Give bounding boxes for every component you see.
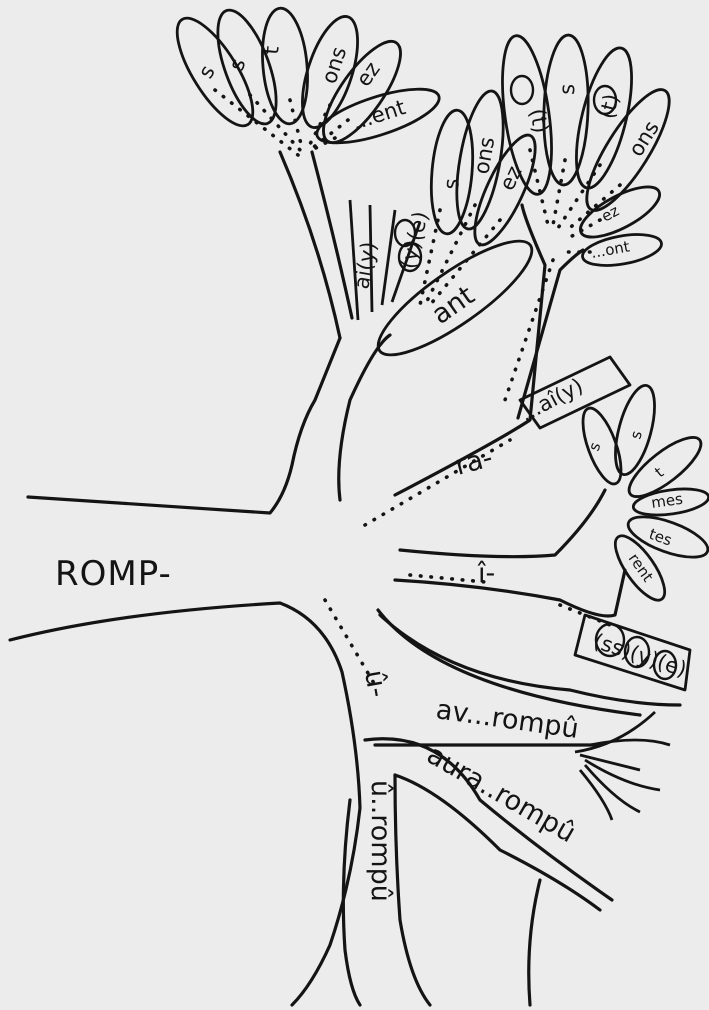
trunk-lower-outline bbox=[10, 603, 360, 1005]
branch-u-label: û- bbox=[358, 668, 393, 700]
middle-leaf-s: s bbox=[439, 177, 464, 190]
top-left-leaf-s2: s bbox=[224, 55, 250, 74]
branch-ra-label: ra- bbox=[452, 442, 496, 482]
top-right-leaf-ons: ons bbox=[624, 116, 664, 160]
i-fan-leaf-s2: s bbox=[626, 429, 645, 441]
top-left-leaf-s1: s bbox=[194, 61, 220, 82]
i-fan-leaf-t: t bbox=[651, 463, 667, 481]
top-right-leaf-ont: ...ont bbox=[590, 237, 632, 261]
middle-leaf-ant: ant bbox=[426, 280, 480, 331]
i-fan-leaf-mes: mes bbox=[650, 490, 684, 512]
top-left-leaf-t: t bbox=[259, 45, 284, 55]
u-rompu-label: û..rompû bbox=[365, 780, 396, 902]
right-trunk-base bbox=[529, 880, 540, 1005]
top-left-branch-outline bbox=[280, 152, 340, 338]
middle-branch-outline bbox=[339, 335, 390, 500]
aura-rompu-label: aura..rompû bbox=[422, 739, 581, 849]
i-branch-outline bbox=[400, 490, 605, 557]
root-label: ROMP- bbox=[55, 554, 172, 594]
top-right-leaf-s: s bbox=[555, 83, 579, 95]
top-right-leaf-cluster bbox=[494, 33, 683, 271]
trunk-upper-outline bbox=[28, 338, 340, 513]
top-right-leaf-t2: (t) bbox=[595, 92, 624, 122]
u-compound-right-edge bbox=[395, 775, 430, 1005]
top-left-branch-right-edge bbox=[312, 152, 352, 318]
i-fan-leaf-rent: rent bbox=[625, 550, 657, 585]
av-fan bbox=[575, 712, 670, 820]
top-right-leaf-t1: (t) bbox=[525, 107, 553, 135]
branch-i-label: î- bbox=[477, 558, 495, 589]
